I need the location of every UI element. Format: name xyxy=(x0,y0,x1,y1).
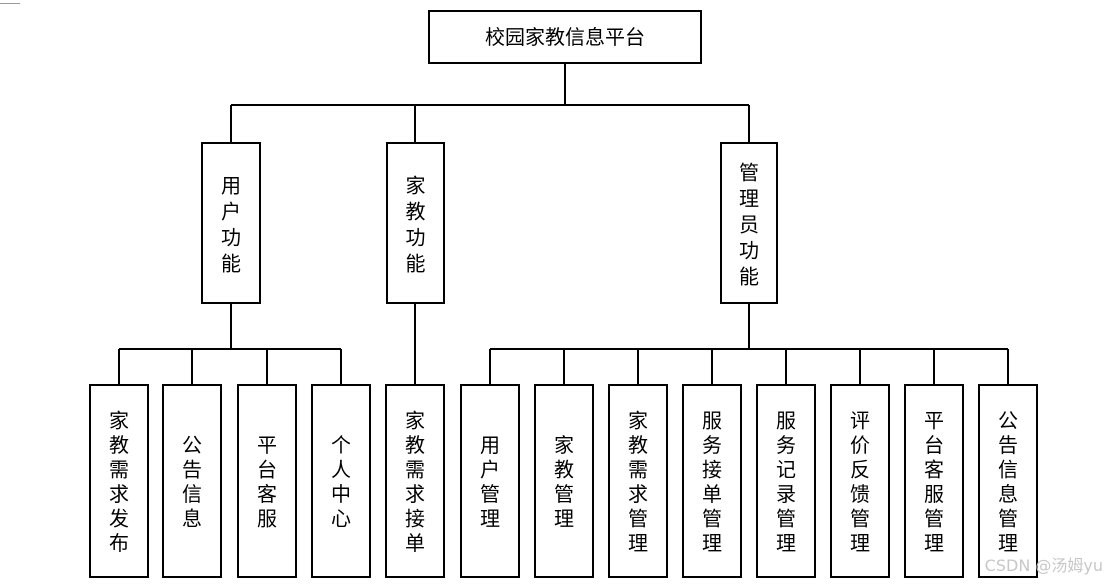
leaf-node-2-3: 服务接单管理 xyxy=(682,384,742,578)
root-node-label: 校园家教信息平台 xyxy=(485,25,645,49)
leaf-node-1-0-border xyxy=(385,384,445,578)
leaf-node-2-5: 评价反馈管理 xyxy=(830,384,890,578)
leaf-node-2-5-label: 评价反馈管理 xyxy=(850,409,870,556)
group-node-2-border xyxy=(720,142,778,304)
leaf-node-2-0-border xyxy=(460,384,520,578)
group-node-1: 家教功能 xyxy=(386,142,445,304)
leaf-node-2-1: 家教管理 xyxy=(534,384,594,578)
leaf-node-0-3: 个人中心 xyxy=(311,384,371,578)
leaf-node-1-0-label: 家教需求接单 xyxy=(405,409,425,556)
leaf-node-2-2: 家教需求管理 xyxy=(608,384,668,578)
corner-mark xyxy=(0,0,20,4)
leaf-node-0-0-border xyxy=(89,384,149,578)
leaf-node-2-1-label: 家教管理 xyxy=(554,433,574,531)
connector-lines xyxy=(118,63,1009,385)
group-node-0-label: 用户功能 xyxy=(221,173,241,275)
group-node-1-label: 家教功能 xyxy=(406,173,426,275)
leaf-node-2-2-border xyxy=(608,384,668,578)
leaf-node-0-1-label: 公告信息 xyxy=(182,433,202,531)
leaf-node-1-0: 家教需求接单 xyxy=(385,384,445,578)
group-node-0-border xyxy=(201,142,261,304)
leaf-node-2-7: 公告信息管理 xyxy=(978,384,1038,578)
root-node: 校园家教信息平台 xyxy=(428,10,702,64)
leaf-node-2-6-label: 平台客服管理 xyxy=(924,409,944,556)
leaf-node-2-0: 用户管理 xyxy=(460,384,520,578)
leaf-node-0-1-border xyxy=(162,384,222,578)
leaf-node-0-3-label: 个人中心 xyxy=(331,433,351,531)
group-node-1-border xyxy=(386,142,445,304)
watermark-text: CSDN @汤姆yu xyxy=(985,556,1103,575)
leaf-node-2-6-border xyxy=(904,384,964,578)
leaf-node-2-7-label: 公告信息管理 xyxy=(998,409,1018,556)
leaf-node-0-1: 公告信息 xyxy=(162,384,222,578)
leaf-node-2-4-label: 服务记录管理 xyxy=(776,409,796,556)
leaf-node-2-6: 平台客服管理 xyxy=(904,384,964,578)
leaf-node-0-0-label: 家教需求发布 xyxy=(109,409,129,556)
leaf-node-2-5-border xyxy=(830,384,890,578)
leaf-node-2-4: 服务记录管理 xyxy=(756,384,816,578)
leaf-node-0-2: 平台客服 xyxy=(237,384,297,578)
leaf-node-2-0-label: 用户管理 xyxy=(480,433,500,531)
leaf-node-2-7-border xyxy=(978,384,1038,578)
leaf-node-2-2-label: 家教需求管理 xyxy=(628,409,648,556)
leaf-node-0-3-border xyxy=(311,384,371,578)
leaf-node-0-2-border xyxy=(237,384,297,578)
group-node-0: 用户功能 xyxy=(201,142,261,304)
root-node-border xyxy=(428,10,702,64)
group-node-2: 管理员功能 xyxy=(720,142,778,304)
leaf-node-2-3-border xyxy=(682,384,742,578)
group-node-2-label: 管理员功能 xyxy=(739,160,759,288)
leaf-node-2-4-border xyxy=(756,384,816,578)
leaf-node-0-0: 家教需求发布 xyxy=(89,384,149,578)
leaf-node-2-1-border xyxy=(534,384,594,578)
leaf-node-0-2-label: 平台客服 xyxy=(257,433,277,531)
leaf-node-2-3-label: 服务接单管理 xyxy=(702,409,722,556)
